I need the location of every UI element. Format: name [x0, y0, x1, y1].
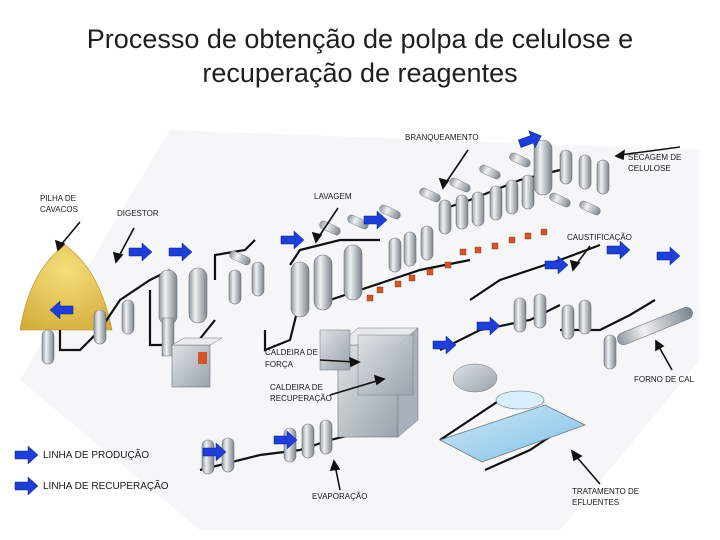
label-caldeira-recuperacao-line2: RECUPERAÇÃO [270, 394, 332, 403]
page-title: Processo de obtenção de polpa de celulos… [0, 22, 720, 90]
label-tratamento-line1: TRATAMENTO DE [572, 487, 640, 496]
title-line-1: Processo de obtenção de polpa de celulos… [86, 24, 634, 54]
label-secagem-line2: CELULOSE [628, 164, 671, 173]
wood-chip-pile [19, 244, 113, 331]
label-caustificacao: CAUSTIFICAÇÃO [567, 233, 632, 242]
label-caldeira-recuperacao-line1: CALDEIRA DE [270, 383, 323, 392]
legend-recuperacao-arrow [14, 476, 39, 496]
legend-arrows [14, 445, 39, 496]
caustificacao-equipment [452, 293, 617, 393]
legend-recuperacao-label: LINHA DE RECUPERAÇÃO [43, 481, 169, 492]
label-forno-cal: FORNO DE CAL [634, 375, 695, 384]
label-digestor: DIGESTOR [117, 209, 159, 218]
legend-producao-arrow [14, 445, 39, 465]
label-secagem-line1: SECAGEM DE [628, 153, 682, 162]
tratamento-efluentes-equipment [438, 390, 587, 463]
label-pilha-line1: PILHA DE [40, 194, 77, 203]
label-evaporacao: EVAPORAÇÃO [312, 492, 368, 501]
label-lavagem: LAVAGEM [314, 192, 352, 201]
label-pilha-line2: CAVACOS [40, 205, 78, 214]
caldeira-recuperacao-equipment [319, 327, 419, 438]
pointer-arrows [54, 146, 681, 491]
caldeira-forca-equipment [171, 337, 223, 388]
label-tratamento-line2: EFLUENTES [572, 498, 620, 507]
label-caldeira-forca-line1: CALDEIRA DE [265, 348, 318, 357]
digestor-equipment [41, 267, 208, 365]
forno-cal-equipment [617, 306, 693, 346]
label-branqueamento: BRANQUEAMENTO [405, 133, 479, 142]
legend-producao-label: LINHA DE PRODUÇÃO [43, 450, 150, 461]
title-line-2: recuperação de reagentes [202, 58, 518, 88]
label-caldeira-forca-line2: FORÇA [265, 360, 293, 369]
